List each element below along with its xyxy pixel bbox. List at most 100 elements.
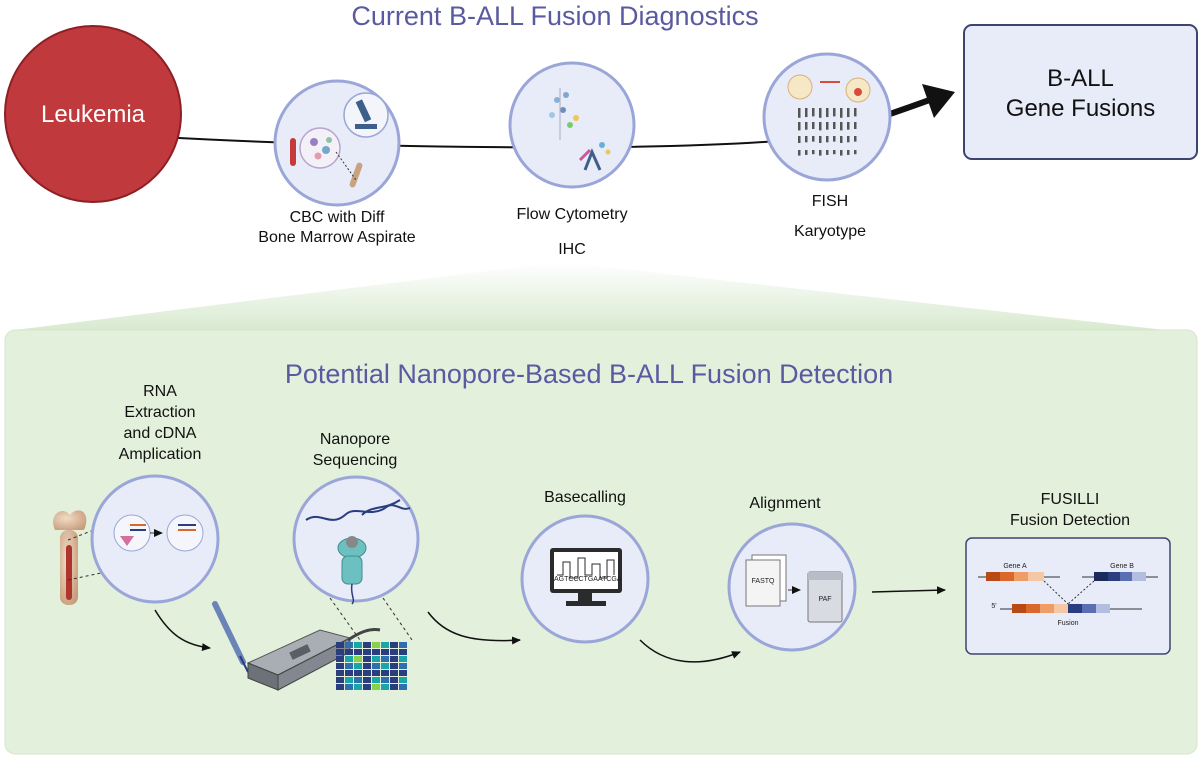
flowcell-well: [381, 677, 389, 683]
ihc-label: IHC: [558, 241, 586, 258]
chromosome-mark: [798, 108, 801, 118]
flowcell-well: [345, 677, 353, 683]
flowcell-well: [390, 663, 398, 669]
gene-b-label: Gene B: [1110, 563, 1134, 570]
flowcell-well: [390, 642, 398, 648]
leukemia-circle: [4, 25, 182, 203]
bottom-title: Potential Nanopore-Based B-ALL Fusion De…: [284, 359, 894, 389]
fish-label: FISH: [811, 193, 849, 210]
chromosome-mark: [847, 122, 850, 130]
flowcell-well: [363, 642, 371, 648]
flowcell-well: [372, 649, 380, 655]
flowcell-well: [390, 656, 398, 662]
flowcell-well: [372, 656, 380, 662]
result-label: B-ALL Gene Fusions: [964, 64, 1197, 124]
flowcell-well: [399, 677, 407, 683]
flow-label: Flow Cytometry: [516, 206, 628, 223]
result-box: [963, 24, 1198, 160]
fastq-label: FASTQ: [751, 578, 775, 585]
chromosome-mark: [840, 122, 843, 131]
flowcell-well: [336, 642, 344, 648]
chromosome-mark: [840, 108, 843, 118]
flowcell-well: [363, 656, 371, 662]
flowcell-well: [354, 670, 362, 676]
flowcell-well: [345, 642, 353, 648]
chromosome-mark: [798, 136, 801, 143]
chromosome-mark: [812, 136, 815, 142]
chromosome-mark: [819, 136, 822, 143]
flow-arrow-3: [639, 639, 741, 663]
chromosome-mark: [847, 108, 850, 118]
flowcell-well: [381, 649, 389, 655]
chromosome-mark: [854, 136, 857, 142]
five-prime-label: 5': [991, 603, 997, 610]
flowcell-well: [345, 656, 353, 662]
chromosome-mark: [826, 122, 829, 130]
rna-label-line: RNA: [143, 383, 177, 400]
fusion-box: [965, 537, 1171, 655]
fusion-label: Fusion: [1057, 620, 1079, 627]
pipette-icon: [212, 601, 246, 665]
flowcell-well: [381, 656, 389, 662]
chromosome-mark: [826, 108, 829, 118]
flowcell-well: [336, 663, 344, 669]
flowcell-well: [372, 684, 380, 690]
flowcell-well: [399, 670, 407, 676]
flow-arrow-2: [427, 611, 521, 645]
flowcell-well: [354, 677, 362, 683]
alignment-circle: [727, 522, 857, 652]
flowcell-grid: [336, 642, 407, 690]
flowcell-well: [381, 663, 389, 669]
flow-arrow-1: [154, 609, 211, 652]
rna-label: RNA Extraction and cDNA Amplication: [80, 381, 240, 465]
flowcell-well: [363, 677, 371, 683]
leukemia-label: Leukemia: [40, 101, 146, 128]
chromosome-mark: [854, 122, 857, 129]
flowcell-well: [390, 649, 398, 655]
chromosome-mark: [805, 108, 808, 118]
flowcell-well: [363, 670, 371, 676]
flowcell-well: [336, 677, 344, 683]
flowcell-well: [345, 670, 353, 676]
chromosome-mark: [826, 136, 829, 143]
flow-arrow-4: [871, 586, 946, 595]
flowcell-well: [399, 649, 407, 655]
flowcell-well: [336, 656, 344, 662]
chromosome-mark: [840, 150, 843, 156]
flowcell-well: [390, 670, 398, 676]
fusilli-label: FUSILLI Fusion Detection: [975, 489, 1165, 531]
chromosome-mark: [833, 150, 836, 155]
flowcell-well: [363, 649, 371, 655]
paf-label: PAF: [818, 596, 832, 603]
chromosome-mark: [805, 136, 808, 143]
chromosome-mark: [819, 122, 822, 131]
flowcell-well: [345, 684, 353, 690]
chromosome-mark: [840, 136, 843, 143]
flowcell-well: [390, 677, 398, 683]
rna-circle: [90, 474, 220, 604]
flowcell-well: [345, 663, 353, 669]
result-line-1: B-ALL: [1047, 65, 1114, 92]
flowcell-well: [354, 642, 362, 648]
flowcell-well: [399, 656, 407, 662]
flowcell-well: [372, 663, 380, 669]
bone-icon: [53, 510, 87, 605]
karyotype-label: Karyotype: [793, 223, 867, 240]
nanopore-circle: [292, 475, 420, 605]
sequence-text: AGTCCCTGAATCGA: [554, 576, 622, 583]
top-title: Current B-ALL Fusion Diagnostics: [351, 1, 759, 31]
flowcell-well: [399, 663, 407, 669]
chromosome-mark: [812, 108, 815, 117]
rna-label-line: Extraction: [124, 404, 196, 421]
cbc-label-line: Bone Marrow Aspirate: [258, 228, 416, 246]
chromosome-mark: [819, 108, 822, 118]
fusilli-label-line: Fusion Detection: [1009, 512, 1131, 529]
basecalling-label: Basecalling: [544, 489, 626, 506]
flowcell-well: [354, 656, 362, 662]
chromosome-mark: [819, 150, 822, 156]
timeline-line: [159, 136, 791, 149]
chromosome-mark: [847, 150, 850, 155]
nanopore-label: Nanopore Sequencing: [280, 429, 430, 471]
chromosome-mark: [798, 150, 801, 156]
flowcell-well: [390, 684, 398, 690]
